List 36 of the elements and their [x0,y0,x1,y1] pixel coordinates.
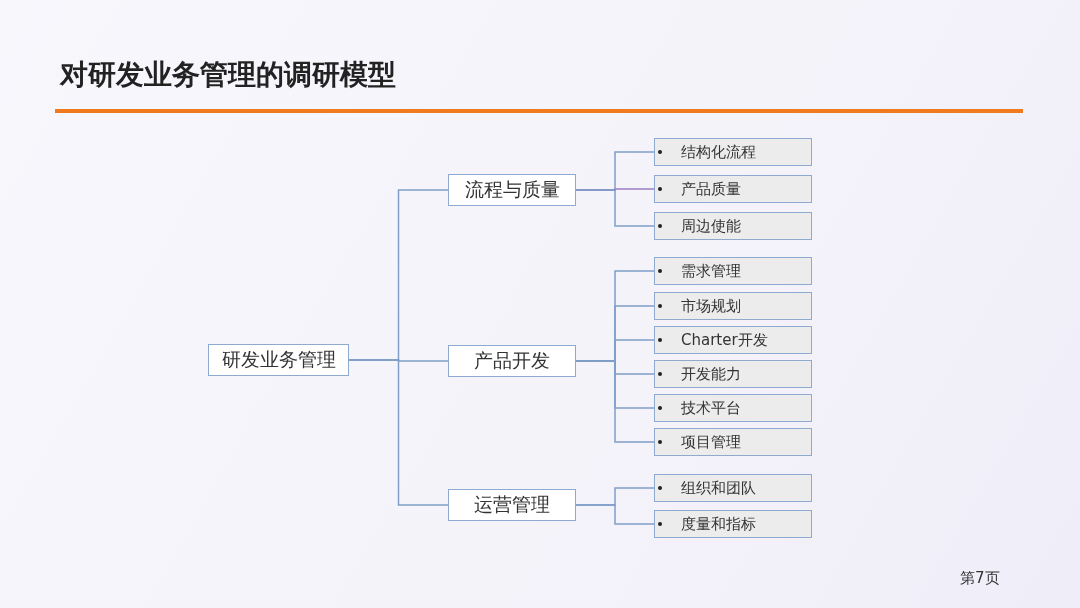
slide-title: 对研发业务管理的调研模型 [60,57,396,93]
item-label: 市场规划 [681,296,741,316]
connector-line [575,189,655,227]
bullet-item-box [654,360,812,388]
item-label: 产品质量 [681,179,741,199]
bullet-item-box [654,212,812,240]
item-label: 项目管理 [681,432,741,452]
connector-line [575,360,655,443]
bullet-item-box [654,394,812,422]
bullet-item-box [654,138,812,166]
page-number: 第7页 [960,569,1000,588]
item-label: 度量和指标 [681,514,756,534]
item-label: Charter开发 [681,330,768,350]
topic-label: 产品开发 [474,348,550,373]
bullet-item-box [654,510,812,538]
topic-box [448,345,576,377]
bullet-item-box [654,326,812,354]
item-label: 开发能力 [681,364,741,384]
connector-line [575,504,655,525]
item-label: 结构化流程 [681,142,756,162]
topic-box [448,489,576,521]
topic-box [448,174,576,206]
bullet-item-box [654,428,812,456]
item-label: 需求管理 [681,261,741,281]
connector-line [348,359,449,506]
item-label: 周边使能 [681,216,741,236]
bullet-item-box [654,292,812,320]
item-label: 组织和团队 [681,478,756,498]
topic-box [208,344,349,376]
topic-label: 流程与质量 [464,177,560,202]
bullet-item-box [654,474,812,502]
item-label: 技术平台 [681,398,741,418]
topic-label: 研发业务管理 [221,347,336,372]
bullet-item-box [654,257,812,285]
topic-label: 运营管理 [474,492,550,517]
bullet-item-box [654,175,812,203]
